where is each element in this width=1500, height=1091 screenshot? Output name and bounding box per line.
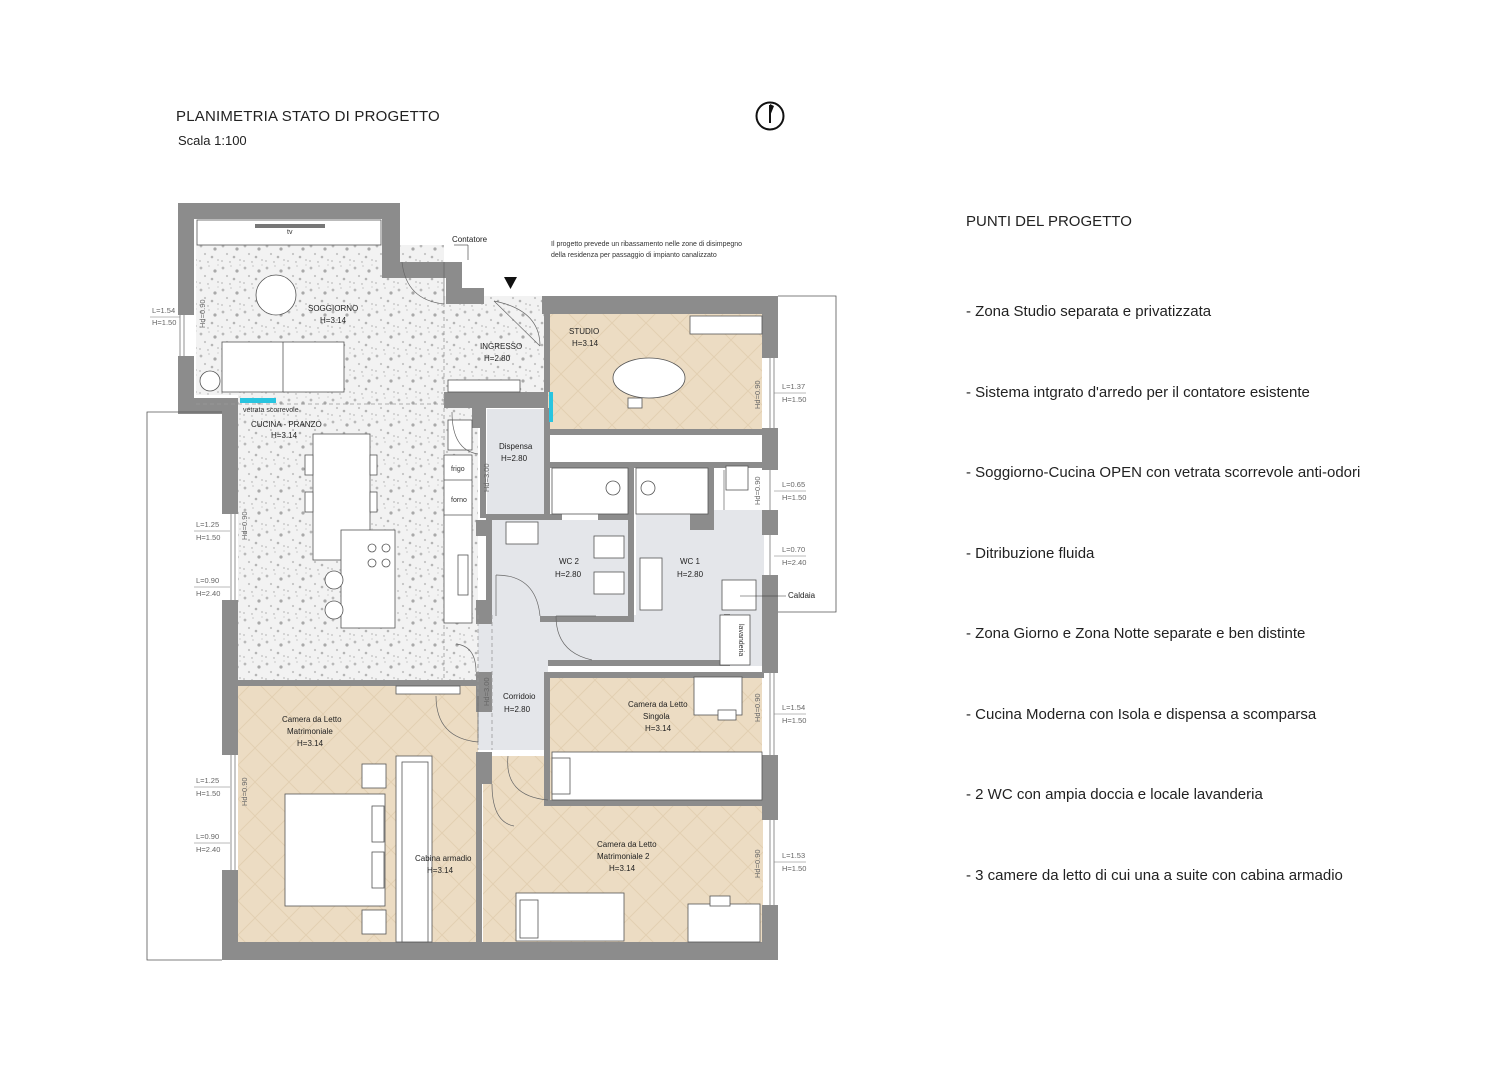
hd-label: Hd=0.90 <box>753 476 762 505</box>
project-point: - Zona Giorno e Zona Notte separate e be… <box>966 625 1306 642</box>
studio-label: STUDIO <box>569 327 599 336</box>
vetrata-glass <box>240 398 276 403</box>
walls <box>178 203 778 960</box>
project-point: - Cucina Moderna con Isola e dispensa a … <box>966 706 1317 723</box>
note-line-1: Il progetto prevede un ribassamento nell… <box>551 241 742 248</box>
window-dim: L=0.65 <box>782 480 805 489</box>
window-dim: L=1.53 <box>782 851 805 860</box>
wc1-label: WC 1 <box>680 557 701 566</box>
window-dim: H=2.40 <box>196 845 220 854</box>
camera-matrimoniale-label-2: Matrimoniale <box>287 727 333 736</box>
project-point: - 2 WC con ampia doccia e locale lavande… <box>966 786 1263 803</box>
vetrata-label: vetrata scorrevole <box>243 407 299 414</box>
hd-label-ceiling: Hd=3.00 <box>482 463 491 492</box>
hd-label: Hd=0.90 <box>198 299 207 328</box>
project-point: - Soggiorno-Cucina OPEN con vetrata scor… <box>966 464 1361 481</box>
cucina-label: CUCINA - PRANZO <box>251 420 322 429</box>
ingresso-height: H=2.80 <box>484 354 511 363</box>
camera-matrimoniale-height: H=3.14 <box>297 739 324 748</box>
door-swings <box>401 261 725 827</box>
window-dim: L=0.70 <box>782 545 805 554</box>
furniture <box>196 219 763 943</box>
wc2-label: WC 2 <box>559 557 580 566</box>
window-dim: L=0.90 <box>196 576 219 585</box>
window-dims <box>150 316 806 863</box>
north-compass-icon <box>755 101 785 131</box>
wc2-height: H=2.80 <box>555 570 582 579</box>
caldaia-label: Caldaia <box>788 591 816 600</box>
project-points-title: PUNTI DEL PROGETTO <box>966 213 1132 230</box>
studio-height: H=3.14 <box>572 339 599 348</box>
dispensa-label: Dispensa <box>499 442 533 451</box>
cabina-armadio-label: Cabina armadio <box>415 854 472 863</box>
camera-matrimoniale-2-height: H=3.14 <box>609 864 636 873</box>
balcony-outline <box>146 295 837 961</box>
window-dim: L=1.37 <box>782 382 805 391</box>
dispensa-height: H=2.80 <box>501 454 528 463</box>
hd-label-ceiling: Hd=3.00 <box>482 677 491 706</box>
cucina-height: H=3.14 <box>271 431 298 440</box>
camera-matrimoniale-label-1: Camera da Letto <box>282 715 342 724</box>
forno-label: forno <box>451 497 467 504</box>
frigo-label: frigo <box>451 466 465 473</box>
project-point: - Sistema intgrato d'arredo per il conta… <box>966 384 1310 401</box>
camera-singola-label-1: Camera da Letto <box>628 700 688 709</box>
tv-label: tv <box>287 229 293 236</box>
window-dim: H=1.50 <box>782 716 806 725</box>
window-dim: H=1.50 <box>782 493 806 502</box>
wc1-height: H=2.80 <box>677 570 704 579</box>
window-dim: H=2.40 <box>196 589 220 598</box>
window-dim: L=0.90 <box>196 832 219 841</box>
soggiorno-height: H=3.14 <box>320 316 347 325</box>
ingresso-label: INGRESSO <box>480 342 522 351</box>
project-point: - Zona Studio separata e privatizzata <box>966 303 1212 320</box>
vetrata-glass-2 <box>549 392 553 422</box>
window-dim: H=1.50 <box>196 789 220 798</box>
camera-matrimoniale-2-label-2: Matrimoniale 2 <box>597 852 650 861</box>
contatore-label: Contatore <box>452 235 488 244</box>
window-dim: H=1.50 <box>782 395 806 404</box>
window-dim: H=1.50 <box>782 864 806 873</box>
dispensa-floor <box>487 409 548 515</box>
project-point: - 3 camere da letto di cui una a suite c… <box>966 867 1343 884</box>
hd-label: Hd=0.90 <box>240 777 249 806</box>
camera-singola-height: H=3.14 <box>645 724 672 733</box>
window-dim: H=2.40 <box>782 558 806 567</box>
entrance-arrow-icon <box>504 277 517 289</box>
window-dim: L=1.54 <box>782 703 805 712</box>
plan-title: PLANIMETRIA STATO DI PROGETTO <box>176 108 440 125</box>
window-dim: H=1.50 <box>196 533 220 542</box>
corridoio-label: Corridoio <box>503 692 536 701</box>
project-point: - Ditribuzione fluida <box>966 545 1095 562</box>
hd-label: Hd=0.90 <box>753 693 762 722</box>
ingresso-floor <box>444 296 548 392</box>
note-line-2: della residenza per passaggio di impiant… <box>551 252 717 259</box>
window-dim: L=1.54 <box>152 306 175 315</box>
corridoio-floor-2 <box>548 615 724 665</box>
hd-label: Hd=0.90 <box>753 849 762 878</box>
window-dim: H=1.50 <box>152 318 176 327</box>
window-dim: L=1.25 <box>196 520 219 529</box>
cabina-armadio-height: H=3.14 <box>427 866 454 875</box>
plan-scale: Scala 1:100 <box>178 133 247 148</box>
lavanderia-label: lavanderia <box>737 624 744 656</box>
hd-label: Hd=0.90 <box>753 380 762 409</box>
soggiorno-label: SOGGIORNO <box>308 304 358 313</box>
window-dim: L=1.25 <box>196 776 219 785</box>
camera-matrimoniale-2-label-1: Camera da Letto <box>597 840 657 849</box>
corridoio-height: H=2.80 <box>504 705 531 714</box>
hd-label: Hd=0.90 <box>240 511 249 540</box>
camera-singola-label-2: Singola <box>643 712 670 721</box>
